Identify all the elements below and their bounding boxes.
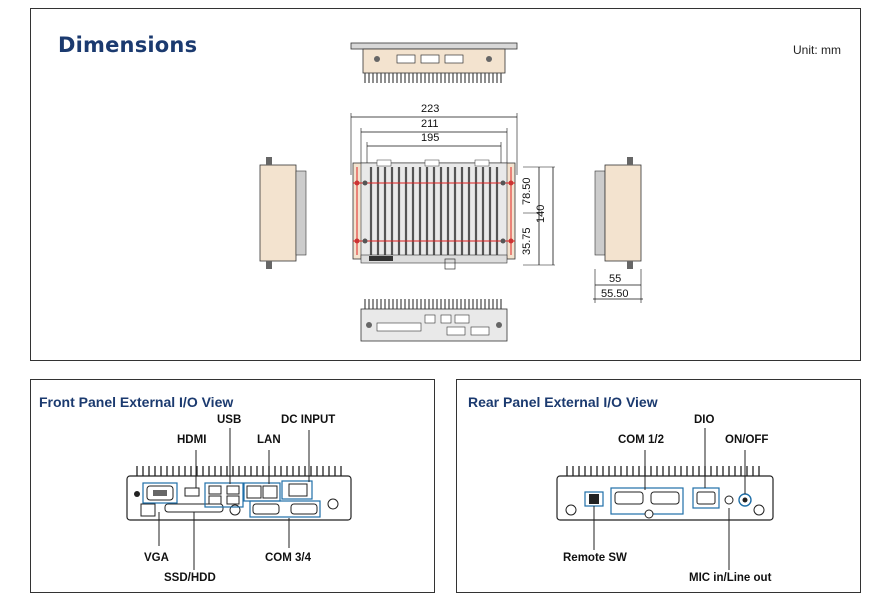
label-remote-sw: Remote SW (563, 552, 627, 564)
label-on-off: ON/OFF (725, 434, 769, 446)
label-usb: USB (217, 414, 242, 426)
label-dio: DIO (694, 414, 715, 426)
label-dc-input: DC INPUT (281, 414, 336, 426)
rear-panel-section: Rear Panel External I/O View DIO COM 1/2… (456, 379, 861, 593)
front-leaders (158, 428, 310, 570)
main-view-drawing (350, 113, 555, 270)
label-ssd-hdd: SSD/HDD (164, 572, 216, 584)
dim-211: 211 (421, 118, 439, 130)
label-lan: LAN (257, 434, 281, 446)
left-side-view (259, 157, 307, 269)
dim-55: 55 (609, 273, 622, 285)
rear-leaders (593, 428, 746, 570)
dimensions-panel: Dimensions Unit: mm (30, 8, 861, 361)
label-vga: VGA (144, 552, 169, 564)
dim-35-75: 35.75 (521, 227, 533, 255)
dim-78-50: 78.50 (521, 177, 533, 205)
unit-label: Unit: mm (793, 43, 841, 57)
dimensions-title: Dimensions (58, 33, 198, 57)
front-panel-title: Front Panel External I/O View (39, 394, 234, 410)
label-hdmi: HDMI (177, 434, 207, 446)
dim-55-50: 55.50 (601, 288, 629, 300)
right-side-view (593, 157, 643, 303)
front-panel-section: Front Panel External I/O View (30, 379, 435, 593)
bottom-view-drawing (360, 299, 508, 342)
label-com12: COM 1/2 (618, 434, 665, 446)
label-com34: COM 3/4 (265, 552, 312, 564)
dim-140: 140 (535, 204, 547, 223)
top-view-drawing (350, 42, 518, 83)
dim-195: 195 (421, 132, 440, 144)
front-panel-drawing (126, 466, 352, 521)
dim-223: 223 (421, 103, 440, 115)
rear-panel-drawing (556, 466, 774, 521)
rear-panel-title: Rear Panel External I/O View (468, 394, 658, 410)
label-mic-line: MIC in/Line out (689, 572, 772, 584)
